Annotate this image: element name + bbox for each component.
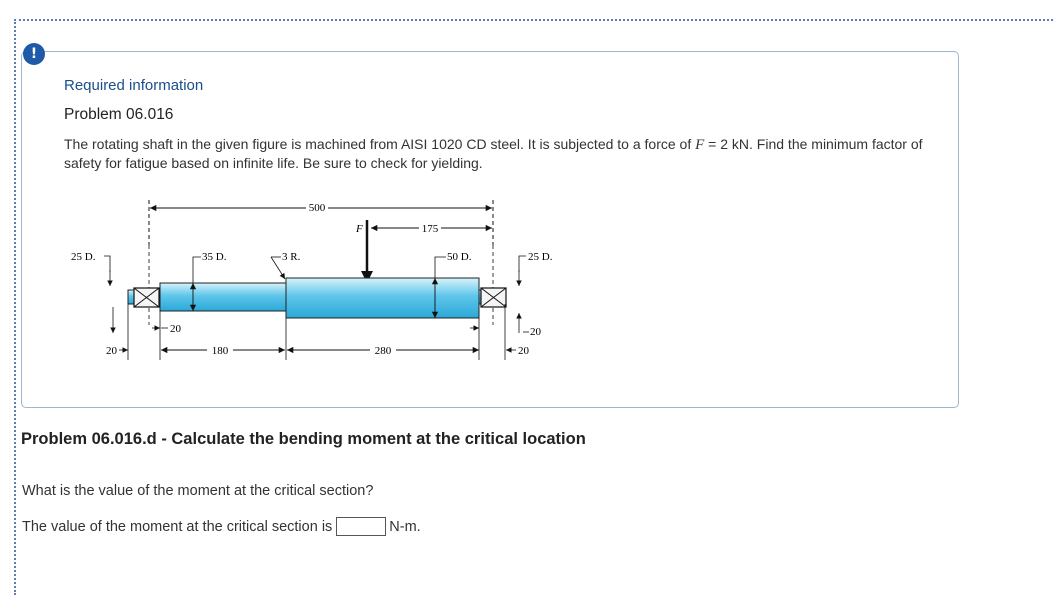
required-information-title: Required information bbox=[64, 77, 204, 94]
exclamation-symbol: ! bbox=[30, 46, 38, 62]
force-arrow-head bbox=[361, 271, 373, 283]
label-25d-left: 25 D. bbox=[71, 251, 96, 263]
part-title: Problem 06.016.d - Calculate the bending… bbox=[21, 430, 586, 448]
label-3r: 3 R. bbox=[282, 251, 301, 263]
dimension-20-inner-right: 20 bbox=[530, 326, 542, 338]
dimension-20-outer-right: 20 bbox=[518, 345, 530, 357]
answer-unit: N-m. bbox=[389, 518, 421, 535]
question-text: What is the value of the moment at the c… bbox=[22, 483, 374, 499]
dimension-500: 500 bbox=[309, 202, 326, 214]
label-50d: 50 D. bbox=[447, 251, 472, 263]
question-frame-left-border bbox=[14, 19, 16, 595]
force-label: F bbox=[355, 223, 363, 235]
shaft-50d-section bbox=[285, 277, 480, 319]
problem-statement: The rotating shaft in the given figure i… bbox=[64, 135, 924, 172]
question-frame-top-border bbox=[14, 19, 1053, 21]
dimension-175: 175 bbox=[422, 223, 439, 235]
problem-text-part-1: The rotating shaft in the given figure i… bbox=[64, 136, 696, 152]
shaft-figure: 500 175 F 25 D. 35 D. 3 R. 50 D. 25 D. 2… bbox=[71, 200, 553, 360]
dimension-20-outer-left: 20 bbox=[106, 345, 118, 357]
exclamation-icon: ! bbox=[23, 43, 45, 65]
label-35d: 35 D. bbox=[202, 251, 227, 263]
shaft-35d-section bbox=[159, 282, 287, 312]
dimension-280: 280 bbox=[375, 345, 392, 357]
answer-row: The value of the moment at the critical … bbox=[22, 517, 421, 536]
problem-number: Problem 06.016 bbox=[64, 106, 174, 123]
problem-text-part-2: = 2 kN. Find the minimum factor of safet… bbox=[64, 136, 923, 171]
answer-prefix: The value of the moment at the critical … bbox=[22, 518, 333, 535]
dimension-20-inner-left: 20 bbox=[170, 323, 182, 335]
moment-answer-input[interactable] bbox=[336, 517, 387, 536]
force-symbol: F bbox=[695, 137, 705, 153]
label-25d-right: 25 D. bbox=[528, 251, 553, 263]
dimension-180: 180 bbox=[212, 345, 229, 357]
